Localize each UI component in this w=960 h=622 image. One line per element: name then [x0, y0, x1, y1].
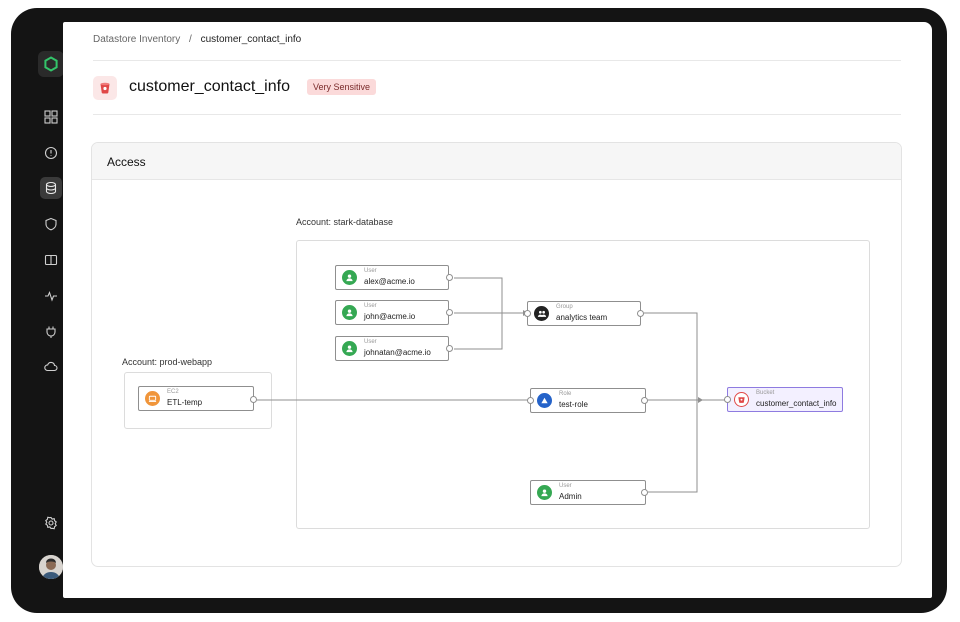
- bucket-icon: [93, 76, 117, 100]
- main-content: Datastore Inventory / customer_contact_i…: [63, 22, 932, 598]
- graph-node-user-admin[interactable]: User Admin: [530, 480, 646, 505]
- activity-icon[interactable]: [40, 285, 62, 307]
- connector-dot[interactable]: [637, 310, 644, 317]
- node-type: User: [364, 268, 377, 274]
- graph-node-ec2-etl-temp[interactable]: EC2 ETL-temp: [138, 386, 254, 411]
- user-icon: [537, 485, 552, 500]
- title-divider: [93, 114, 901, 115]
- plug-icon[interactable]: [40, 321, 62, 343]
- node-label: alex@acme.io: [364, 277, 415, 286]
- connector-dot[interactable]: [446, 345, 453, 352]
- book-icon[interactable]: [40, 249, 62, 271]
- breadcrumb-parent-link[interactable]: Datastore Inventory: [93, 34, 181, 45]
- node-type: User: [364, 303, 377, 309]
- access-panel-header: Access: [92, 143, 901, 180]
- account-label-stark: Account: stark-database: [296, 217, 394, 227]
- server-icon: [145, 391, 160, 406]
- user-icon: [342, 341, 357, 356]
- graph-node-user-alex[interactable]: User alex@acme.io: [335, 265, 449, 290]
- connector-dot[interactable]: [641, 489, 648, 496]
- connector-dot[interactable]: [641, 397, 648, 404]
- header-divider: [93, 60, 901, 61]
- app-logo-icon[interactable]: [38, 51, 64, 77]
- alert-icon[interactable]: [40, 142, 62, 164]
- node-label: john@acme.io: [364, 312, 416, 321]
- user-avatar[interactable]: [39, 555, 63, 579]
- graph-node-bucket-customer-contact-info[interactable]: Bucket customer_contact_info: [727, 387, 843, 412]
- shield-icon[interactable]: [40, 213, 62, 235]
- node-type: Group: [556, 304, 573, 310]
- node-type: Role: [559, 391, 572, 397]
- access-panel: Access Account: stark-database Account: …: [91, 142, 902, 567]
- dashboard-icon[interactable]: [40, 106, 62, 128]
- sensitivity-badge: Very Sensitive: [307, 79, 377, 95]
- arrowhead-bucket: [698, 397, 703, 403]
- node-type: User: [364, 339, 377, 345]
- node-type: User: [559, 483, 572, 489]
- edge-user1-group: [454, 277, 526, 314]
- connector-dot[interactable]: [527, 397, 534, 404]
- cloud-icon[interactable]: [40, 356, 62, 378]
- access-panel-title: Access: [107, 155, 146, 169]
- edge-user3-group: [454, 313, 503, 350]
- node-label: Admin: [559, 492, 582, 501]
- node-type: EC2: [167, 389, 179, 395]
- breadcrumb: Datastore Inventory / customer_contact_i…: [93, 34, 301, 45]
- node-label: ETL-temp: [167, 398, 203, 407]
- group-icon: [534, 306, 549, 321]
- graph-node-user-johnatan[interactable]: User johnatan@acme.io: [335, 336, 449, 361]
- connector-dot[interactable]: [724, 396, 731, 403]
- node-label: johnatan@acme.io: [364, 348, 431, 357]
- connector-dot[interactable]: [446, 309, 453, 316]
- node-label: customer_contact_info: [756, 399, 837, 408]
- settings-icon[interactable]: [40, 512, 62, 534]
- breadcrumb-current: customer_contact_info: [200, 34, 302, 45]
- account-label-prod: Account: prod-webapp: [122, 357, 213, 367]
- page-title: customer_contact_info: [129, 78, 290, 95]
- edge-admin-bucket: [648, 400, 698, 493]
- node-label: test-role: [559, 400, 588, 409]
- graph-node-user-john[interactable]: User john@acme.io: [335, 300, 449, 325]
- connector-dot[interactable]: [446, 274, 453, 281]
- edge-group-bucket: [644, 312, 727, 401]
- user-icon: [342, 270, 357, 285]
- database-icon[interactable]: [40, 177, 62, 199]
- node-label: analytics team: [556, 313, 608, 322]
- connector-dot[interactable]: [250, 396, 257, 403]
- bucket-icon: [734, 392, 749, 407]
- access-graph-edges: [257, 277, 727, 493]
- graph-node-group-analytics[interactable]: Group analytics team: [527, 301, 641, 326]
- node-type: Bucket: [756, 390, 775, 396]
- role-icon: [537, 393, 552, 408]
- graph-node-role-test-role[interactable]: Role test-role: [530, 388, 646, 413]
- user-icon: [342, 305, 357, 320]
- connector-dot[interactable]: [524, 310, 531, 317]
- breadcrumb-separator: /: [189, 34, 192, 45]
